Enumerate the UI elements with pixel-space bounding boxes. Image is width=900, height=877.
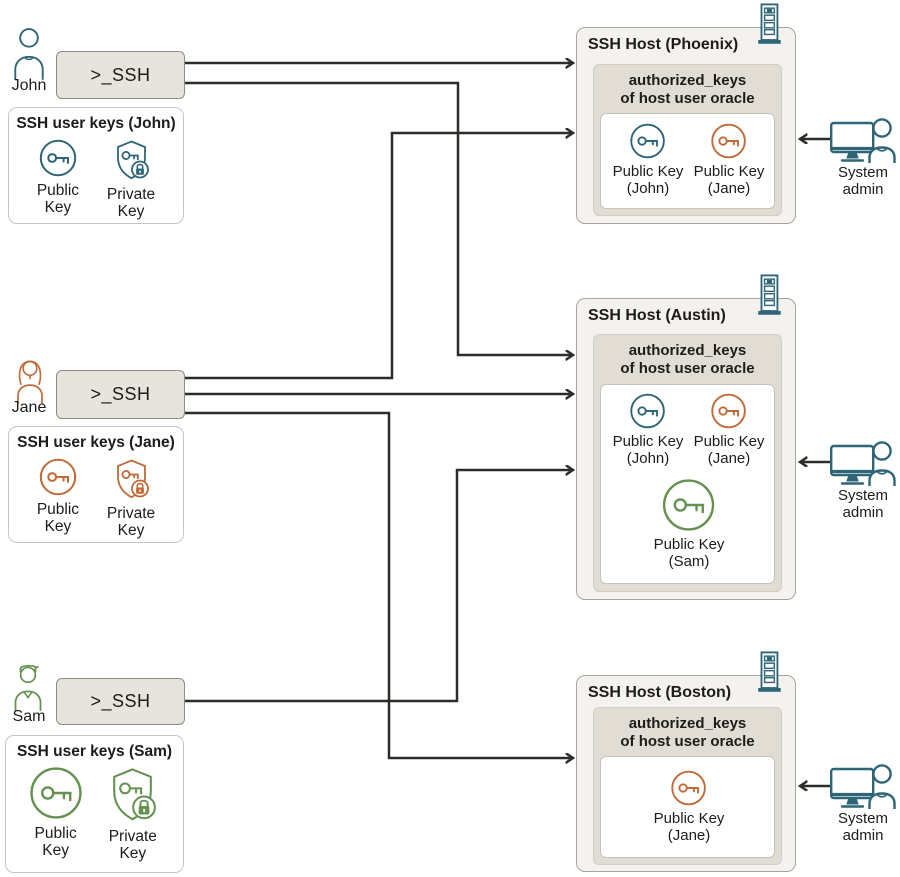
terminal-john: >_SSH — [56, 51, 185, 99]
arrow-jane-to-phoenix — [183, 133, 572, 380]
host-key-label: Public Key(Jane) — [693, 433, 765, 467]
authorized-keys-box-boston: authorized_keys of host user oracle Publ… — [593, 707, 782, 865]
user-jane-name: Jane — [11, 399, 47, 416]
authorized-keys-title: authorized_keys of host user oracle — [620, 342, 755, 377]
host-title-phoenix: SSH Host (Phoenix) — [588, 36, 739, 53]
authorized-keys-title: authorized_keys of host user oracle — [620, 72, 755, 107]
host-key-label: Public Key(Jane) — [653, 810, 725, 844]
terminal-jane-label: >_SSH — [90, 384, 151, 404]
user-keys-title-john: SSH user keys (John) — [16, 115, 176, 132]
host-key-label: Public Key(John) — [612, 433, 684, 467]
user-sam-name: Sam — [12, 708, 46, 725]
user-keys-title-jane: SSH user keys (Jane) — [17, 434, 175, 451]
system-admin-icon — [830, 118, 896, 163]
arrow-john-to-austin — [183, 81, 572, 355]
host-box-boston: SSH Host (Boston) authorized_keys of hos… — [576, 675, 796, 872]
host-keys-panel-boston: Public Key(Jane) — [600, 756, 775, 858]
terminal-sam: >_SSH — [56, 678, 185, 725]
private-key-icon — [116, 140, 149, 180]
host-title-austin: SSH Host (Austin) — [588, 307, 726, 324]
server-icon — [758, 3, 781, 44]
public-key-icon — [30, 767, 82, 819]
public-key-icon — [663, 479, 715, 531]
public-key-icon — [711, 123, 747, 159]
host-title-boston: SSH Host (Boston) — [588, 684, 732, 701]
host-key-entry: Public Key(Sam) — [653, 478, 725, 570]
system-admin-icon — [830, 764, 896, 809]
public-key-icon — [39, 458, 77, 496]
authorized-keys-box-austin: authorized_keys of host user oracle Publ… — [593, 334, 782, 592]
server-icon — [758, 651, 781, 692]
public-key-icon — [671, 770, 707, 806]
server-icon — [758, 274, 781, 315]
public-key-icon — [711, 393, 747, 429]
private-key-icon — [116, 459, 149, 499]
host-key-entry: Public Key(John) — [612, 393, 684, 467]
user-keys-box-john: SSH user keys (John) Public Key — [8, 107, 184, 224]
private-key-label: Private Key — [106, 186, 156, 220]
public-key-label: Public Key — [36, 182, 80, 216]
public-key-icon — [630, 123, 666, 159]
host-key-entry: Public Key(Jane) — [653, 770, 725, 844]
user-keys-box-jane: SSH user keys (Jane) Public Key — [8, 426, 184, 543]
host-key-entry: Public Key(Jane) — [693, 123, 765, 197]
host-key-label: Public Key(Jane) — [693, 163, 765, 197]
terminal-jane: >_SSH — [56, 370, 185, 419]
host-box-phoenix: SSH Host (Phoenix) authorized_keys of ho… — [576, 27, 796, 224]
user-sam-icon — [14, 664, 42, 711]
user-john-icon — [14, 28, 44, 80]
public-key-icon — [630, 393, 666, 429]
public-key-label: Public Key — [34, 825, 77, 859]
arrow-sam-to-austin — [183, 470, 572, 703]
private-key-label: Private Key — [108, 828, 157, 862]
public-key-icon — [39, 139, 77, 177]
system-admin-icon — [830, 441, 896, 486]
host-key-label: Public Key(Sam) — [653, 536, 725, 570]
private-key-icon — [113, 768, 157, 821]
user-jane-icon — [17, 360, 43, 404]
terminal-john-label: >_SSH — [90, 64, 151, 85]
private-key-label: Private Key — [106, 505, 156, 539]
authorized-keys-box-phoenix: authorized_keys of host user oracle Publ… — [593, 64, 782, 216]
host-keys-panel-phoenix: Public Key(John) Public Key(Jane) — [600, 113, 775, 209]
host-box-austin: SSH Host (Austin) authorized_keys of hos… — [576, 298, 796, 600]
user-john-name: John — [11, 77, 47, 94]
public-key-label: Public Key — [36, 501, 80, 535]
user-keys-title-sam: SSH user keys (Sam) — [16, 743, 173, 760]
host-key-entry: Public Key(John) — [612, 123, 684, 197]
user-keys-box-sam: SSH user keys (Sam) Public Key — [5, 735, 184, 873]
host-key-label: Public Key(John) — [612, 163, 684, 197]
host-keys-panel-austin: Public Key(John) Public Key(Jane) — [600, 384, 775, 584]
terminal-sam-label: >_SSH — [90, 691, 151, 711]
authorized-keys-title: authorized_keys of host user oracle — [620, 715, 755, 750]
host-key-entry: Public Key(Jane) — [693, 393, 765, 467]
arrow-jane-to-boston — [183, 411, 572, 758]
